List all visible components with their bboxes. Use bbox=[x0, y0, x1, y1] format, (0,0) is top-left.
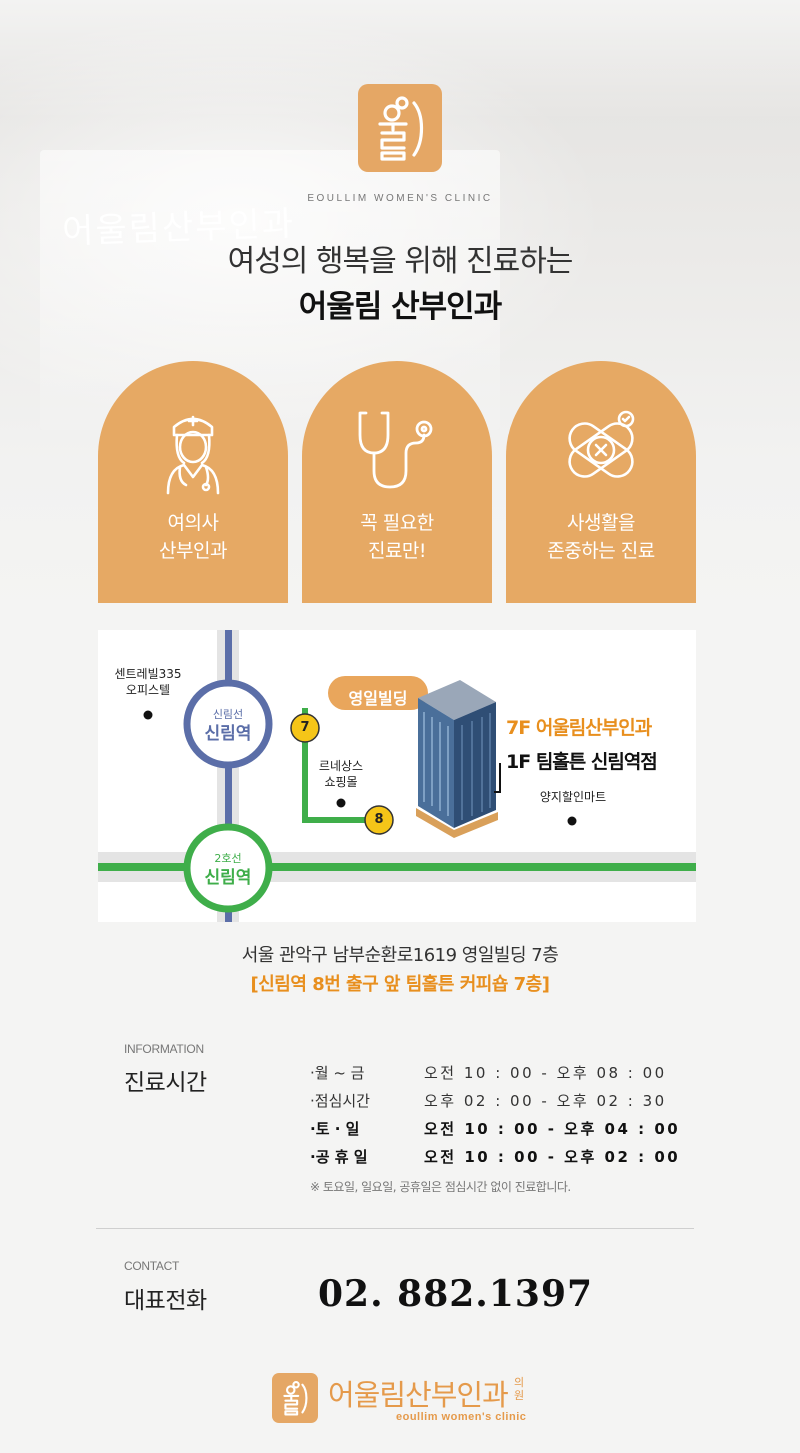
subway-line-sillim bbox=[225, 630, 232, 922]
hours-day: ·월 ~ 금 bbox=[310, 1064, 365, 1082]
hours-section-label: INFORMATION bbox=[124, 1042, 204, 1056]
address-line: 서울 관악구 남부순환로1619 영일빌딩 7층 bbox=[241, 945, 559, 966]
mart-dot bbox=[567, 816, 577, 826]
hours-time: 오전 10 : 00 - 오후 04 : 00 bbox=[424, 1120, 681, 1138]
exit-8-marker bbox=[364, 805, 394, 835]
feature-label-2: 존중하는 진료 bbox=[547, 540, 655, 562]
hours-row: ·점심시간 오후 02 : 00 - 오후 02 : 30 bbox=[310, 1088, 690, 1116]
feature-label-1: 꼭 필요한 bbox=[360, 512, 434, 534]
floor-1-label: 1F 팀홀튼 신림역점 bbox=[506, 751, 658, 773]
bandage-privacy-icon bbox=[568, 410, 635, 478]
footer-clinic-suffix: 의원 bbox=[514, 1376, 525, 1402]
hours-time: 오전 10 : 00 - 오후 02 : 00 bbox=[424, 1148, 681, 1166]
landmark-renaissance-line1: 르네상스 bbox=[318, 759, 364, 773]
contact-section-label: CONTACT bbox=[124, 1259, 180, 1273]
hours-day: ·공 휴 일 bbox=[310, 1148, 368, 1166]
building-tag-bg bbox=[328, 676, 428, 710]
floor-7-label: 7F 어울림산부인과 bbox=[506, 717, 652, 739]
landmark-mart: 양지할인마트 bbox=[539, 790, 607, 804]
headline-line1: 여성의 행복을 위해 진료하는 bbox=[227, 244, 574, 279]
renaissance-dot bbox=[336, 798, 346, 808]
line2-label: 2호선 bbox=[214, 852, 242, 865]
hours-day: ·토 · 일 bbox=[310, 1120, 360, 1138]
central-dot bbox=[143, 710, 153, 720]
sillim-station-name: 신림역 bbox=[204, 724, 252, 744]
hours-time: 오전 10 : 00 - 오후 08 : 00 bbox=[424, 1064, 667, 1082]
landmark-central-line2: 오피스텔 bbox=[125, 683, 171, 697]
walk-path bbox=[302, 708, 368, 823]
hours-table: ·월 ~ 금 오전 10 : 00 - 오후 08 : 00 ·점심시간 오후 … bbox=[310, 1060, 690, 1194]
landmark-central: 센트레빌335 오피스텔 bbox=[98, 666, 198, 698]
feature-label-2: 진료만! bbox=[367, 540, 427, 562]
exit-8-label: 8 bbox=[374, 812, 384, 827]
eoullim-logo-icon bbox=[358, 84, 442, 172]
hours-time: 오후 02 : 00 - 오후 02 : 30 bbox=[424, 1092, 667, 1110]
feature-label-2: 산부인과 bbox=[159, 540, 227, 562]
stethoscope-icon bbox=[358, 411, 433, 489]
exit-7-marker bbox=[290, 713, 320, 743]
subway-line-2 bbox=[98, 863, 696, 871]
contact-title: 대표전화 bbox=[124, 1288, 207, 1314]
footer-clinic-name: 어울림산부인과 bbox=[328, 1378, 509, 1412]
building-icon bbox=[416, 680, 498, 838]
hours-row: ·공 휴 일 오전 10 : 00 - 오후 02 : 00 bbox=[310, 1144, 690, 1172]
feature-label-1: 사생활을 bbox=[567, 512, 635, 534]
footer-english-name: eoullim women's clinic bbox=[396, 1411, 527, 1423]
map-drawing bbox=[98, 630, 696, 922]
phone-number-link[interactable]: 02. 882.1397 bbox=[318, 1273, 594, 1315]
hours-row: ·토 · 일 오전 10 : 00 - 오후 04 : 00 bbox=[310, 1116, 690, 1144]
brand-caption: EOULLIM WOMEN'S CLINIC bbox=[307, 193, 493, 204]
section-divider bbox=[96, 1228, 694, 1229]
landmark-renaissance-line2: 쇼핑몰 bbox=[324, 775, 358, 789]
line2-station-name: 신림역 bbox=[204, 868, 252, 888]
address-directions: [신림역 8번 출구 앞 팀홀튼 커피숍 7층] bbox=[250, 974, 550, 995]
building-tag: 영일빌딩 bbox=[348, 689, 408, 708]
headline-line2: 어울림 산부인과 bbox=[298, 289, 502, 325]
feature-label-1: 여의사 bbox=[167, 512, 219, 534]
floor-bracket bbox=[494, 763, 501, 793]
footer-logo-icon bbox=[272, 1373, 318, 1423]
hours-title: 진료시간 bbox=[124, 1070, 207, 1096]
landmark-central-line1: 센트레빌335 bbox=[114, 667, 182, 681]
female-doctor-icon bbox=[166, 415, 220, 495]
sillim-line-station bbox=[183, 679, 273, 769]
exit-7-label: 7 bbox=[300, 720, 310, 735]
line2-station bbox=[183, 823, 273, 913]
hours-row: ·월 ~ 금 오전 10 : 00 - 오후 08 : 00 bbox=[310, 1060, 690, 1088]
hours-day: ·점심시간 bbox=[310, 1092, 370, 1110]
sillim-line-label: 신림선 bbox=[212, 708, 244, 721]
hours-note: ※ 토요일, 일요일, 공휴일은 점심시간 없이 진료합니다. bbox=[310, 1180, 571, 1194]
